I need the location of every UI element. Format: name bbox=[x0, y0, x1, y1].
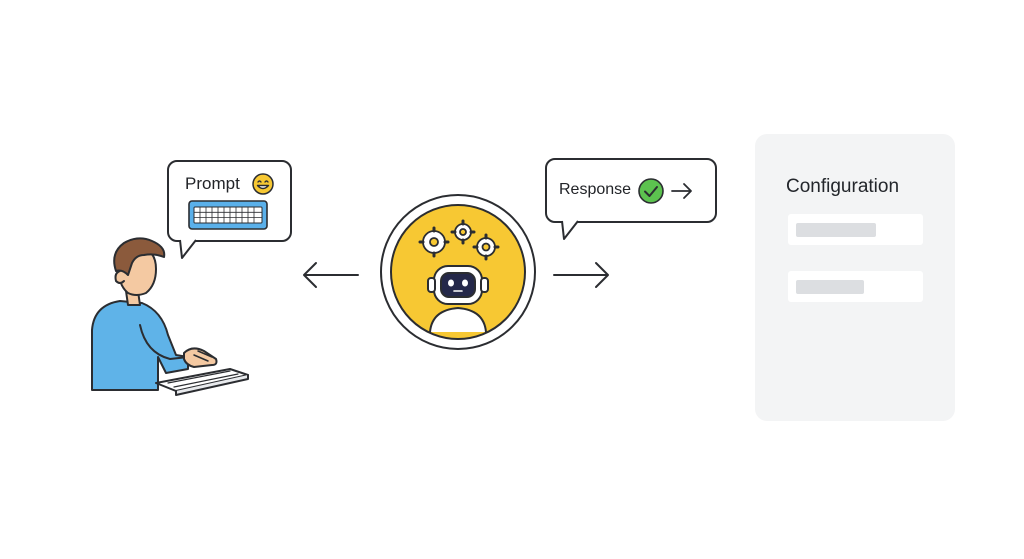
prompt-bubble-tail bbox=[179, 238, 197, 259]
robot-icon bbox=[427, 265, 489, 333]
field-placeholder-bar bbox=[796, 280, 864, 294]
response-label: Response bbox=[559, 181, 632, 198]
response-arrow-icon bbox=[671, 183, 692, 199]
ai-assistant-badge bbox=[380, 194, 536, 350]
gears-icon bbox=[418, 219, 500, 261]
check-circle-icon bbox=[638, 178, 664, 204]
response-bubble: Response bbox=[545, 158, 717, 223]
grinning-face-icon bbox=[252, 173, 274, 195]
arrow-left-icon bbox=[303, 262, 359, 288]
user-typing-illustration bbox=[91, 237, 249, 396]
field-placeholder-bar bbox=[796, 223, 876, 237]
keyboard-icon bbox=[188, 200, 268, 230]
prompt-bubble: Prompt bbox=[167, 160, 292, 242]
person-typing-icon bbox=[91, 237, 249, 396]
configuration-field-1[interactable] bbox=[788, 214, 923, 245]
configuration-panel: Configuration bbox=[755, 134, 955, 421]
arrow-right-icon bbox=[553, 262, 609, 288]
configuration-title: Configuration bbox=[786, 176, 900, 197]
configuration-field-2[interactable] bbox=[788, 271, 923, 302]
prompt-label: Prompt bbox=[185, 174, 240, 193]
response-bubble-tail bbox=[561, 219, 579, 240]
